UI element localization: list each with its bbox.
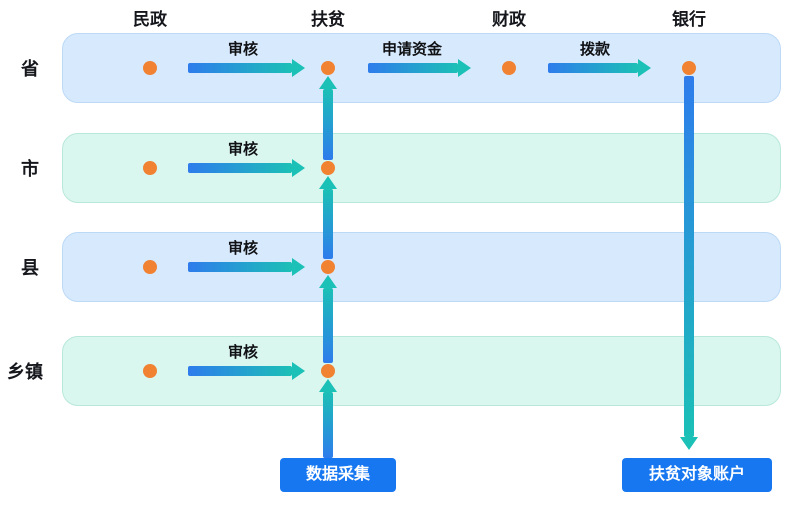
row-label-city: 市 xyxy=(21,159,39,179)
node-dot-county-civil-affairs xyxy=(143,260,157,274)
review-arrow-township xyxy=(188,366,292,376)
down-arrow-bank-to-account xyxy=(684,76,694,437)
review-arrowhead-county xyxy=(292,258,305,276)
node-dot-city-poverty xyxy=(321,161,335,175)
up-arrow-county-to-city xyxy=(323,189,333,259)
target-account-box: 扶贫对象账户 xyxy=(622,458,772,492)
lane-city xyxy=(62,133,781,203)
review-arrowhead-city xyxy=(292,159,305,177)
up-arrowhead-city-to-province xyxy=(319,76,337,89)
column-header-finance: 财政 xyxy=(492,10,526,29)
up-arrowhead-county-to-city xyxy=(319,176,337,189)
review-arrow-province xyxy=(188,63,292,73)
review-label-township: 审核 xyxy=(227,344,259,361)
up-arrowhead-township-to-county xyxy=(319,275,337,288)
column-header-bank: 银行 xyxy=(672,10,706,29)
review-arrow-county xyxy=(188,262,292,272)
up-arrow-data-collection-to-township xyxy=(323,392,333,458)
up-arrow-township-to-county xyxy=(323,288,333,363)
node-dot-province-poverty xyxy=(321,61,335,75)
review-label-province: 审核 xyxy=(227,41,259,58)
column-header-civil-affairs: 民政 xyxy=(133,10,167,29)
apply-funds-arrow xyxy=(368,63,458,73)
review-label-county: 审核 xyxy=(227,240,259,257)
row-label-county: 县 xyxy=(21,258,39,278)
allocate-funds-arrowhead xyxy=(638,59,651,77)
lane-county xyxy=(62,232,781,302)
apply-funds-arrowhead xyxy=(458,59,471,77)
row-label-province: 省 xyxy=(21,59,39,79)
column-header-poverty-alleviation: 扶贫 xyxy=(311,10,345,29)
apply-funds-label: 申请资金 xyxy=(381,41,443,58)
allocate-funds-arrow xyxy=(548,63,638,73)
allocate-funds-label: 拨款 xyxy=(579,41,611,58)
review-arrowhead-province xyxy=(292,59,305,77)
node-dot-city-civil-affairs xyxy=(143,161,157,175)
row-label-township: 乡镇 xyxy=(7,362,43,382)
data-collection-box: 数据采集 xyxy=(280,458,396,492)
up-arrowhead-data-collection-to-township xyxy=(319,379,337,392)
review-arrow-city xyxy=(188,163,292,173)
node-dot-province-civil-affairs xyxy=(143,61,157,75)
down-arrowhead-bank-to-account xyxy=(680,437,698,450)
up-arrow-city-to-province xyxy=(323,89,333,160)
review-label-city: 审核 xyxy=(227,141,259,158)
lane-township xyxy=(62,336,781,406)
node-dot-county-poverty xyxy=(321,260,335,274)
node-dot-province-bank xyxy=(682,61,696,75)
review-arrowhead-township xyxy=(292,362,305,380)
node-dot-township-civil-affairs xyxy=(143,364,157,378)
node-dot-township-poverty xyxy=(321,364,335,378)
node-dot-province-finance xyxy=(502,61,516,75)
